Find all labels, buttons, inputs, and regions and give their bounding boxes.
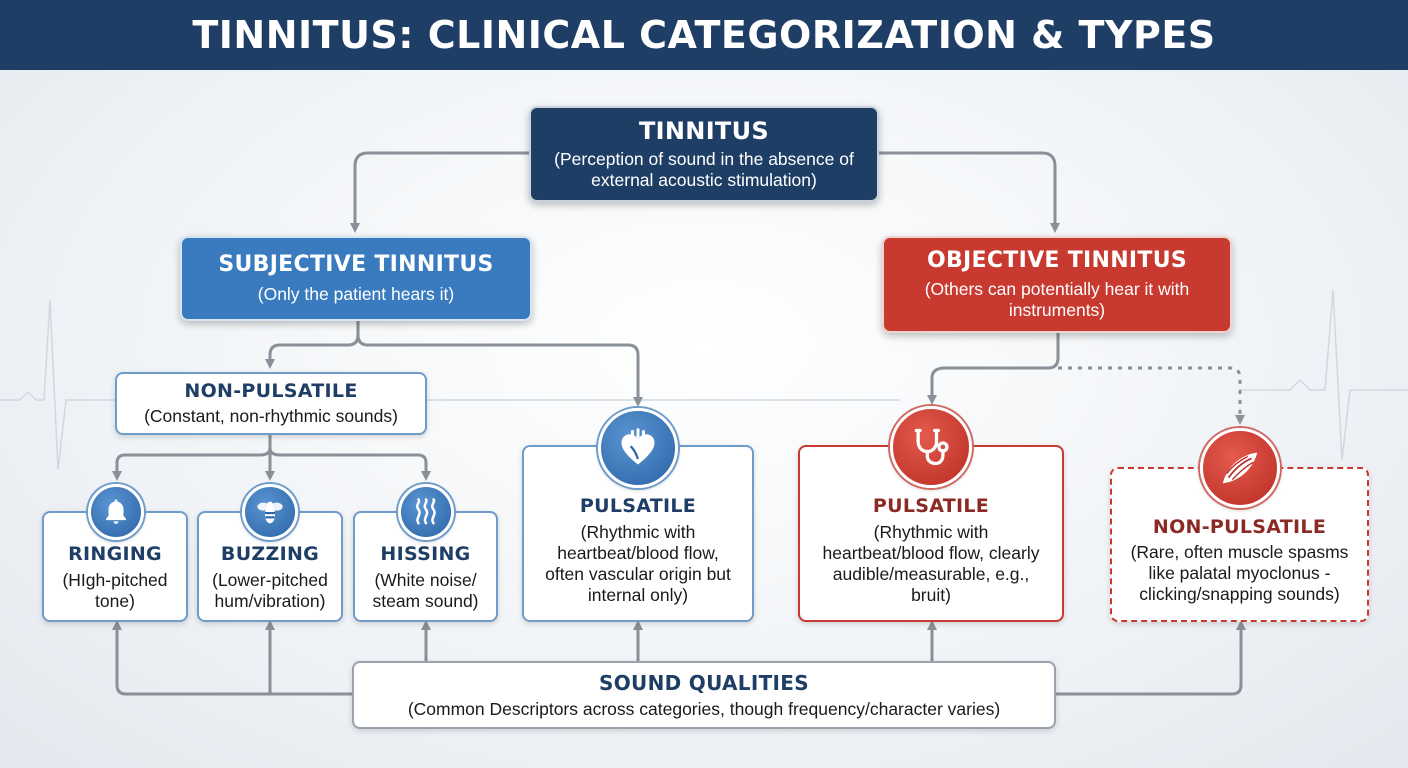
ringing-description: (HIgh-pitched tone) [62, 569, 168, 611]
objective-non-pulsatile-description: (Rare, often muscle spasms like palatal … [1130, 542, 1349, 605]
sound-qualities-box: SOUND QUALITIES (Common Descriptors acro… [352, 661, 1056, 729]
subjective-non-pulsatile-title: NON-PULSATILE [184, 380, 358, 403]
subjective-non-pulsatile-description: (Constant, non-rhythmic sounds) [144, 405, 398, 426]
hissing-description: (White noise/ steam sound) [372, 569, 479, 611]
ringing-title: RINGING [68, 543, 162, 566]
bell-icon [88, 484, 144, 540]
objective-non-pulsatile-box: NON-PULSATILE (Rare, often muscle spasms… [1110, 467, 1369, 622]
subjective-tinnitus-box: SUBJECTIVE TINNITUS (Only the patient he… [180, 236, 532, 321]
objective-tinnitus-box: OBJECTIVE TINNITUS (Others can potential… [882, 236, 1232, 333]
objective-non-pulsatile-title: NON-PULSATILE [1152, 515, 1327, 538]
page-title: TINNITUS: CLINICAL CATEGORIZATION & TYPE… [192, 13, 1216, 57]
page-header: TINNITUS: CLINICAL CATEGORIZATION & TYPE… [0, 0, 1408, 70]
heart-icon [598, 408, 678, 488]
hissing-title: HISSING [380, 543, 471, 566]
subjective-pulsatile-box: PULSATILE (Rhythmic with heartbeat/blood… [522, 445, 754, 622]
buzzing-title: BUZZING [220, 543, 320, 566]
subjective-description: (Only the patient hears it) [257, 284, 455, 305]
tinnitus-root-description: (Perception of sound in the absence of e… [554, 149, 854, 191]
subjective-non-pulsatile-box: NON-PULSATILE (Constant, non-rhythmic so… [115, 372, 427, 435]
buzzing-description: (Lower-pitched hum/vibration) [212, 569, 328, 611]
sound-qualities-title: SOUND QUALITIES [599, 670, 809, 695]
sound-qualities-description: (Common Descriptors across categories, t… [407, 698, 1001, 719]
steam-icon [398, 484, 454, 540]
tinnitus-root-box: TINNITUS (Perception of sound in the abs… [529, 106, 879, 202]
stethoscope-icon [890, 406, 972, 488]
tinnitus-root-title: TINNITUS [639, 116, 769, 145]
objective-title: OBJECTIVE TINNITUS [926, 247, 1188, 273]
objective-pulsatile-box: PULSATILE (Rhythmic with heartbeat/blood… [798, 445, 1064, 622]
muscle-icon [1200, 428, 1280, 508]
subjective-pulsatile-title: PULSATILE [579, 495, 697, 518]
subjective-pulsatile-description: (Rhythmic with heartbeat/blood flow, oft… [545, 521, 731, 605]
objective-pulsatile-title: PULSATILE [872, 495, 990, 518]
bee-icon [242, 484, 298, 540]
objective-description: (Others can potentially hear it with ins… [924, 279, 1190, 321]
objective-pulsatile-description: (Rhythmic with heartbeat/blood flow, cle… [822, 521, 1040, 605]
ringing-box: RINGING (HIgh-pitched tone) [42, 511, 188, 622]
subjective-title: SUBJECTIVE TINNITUS [218, 251, 494, 277]
